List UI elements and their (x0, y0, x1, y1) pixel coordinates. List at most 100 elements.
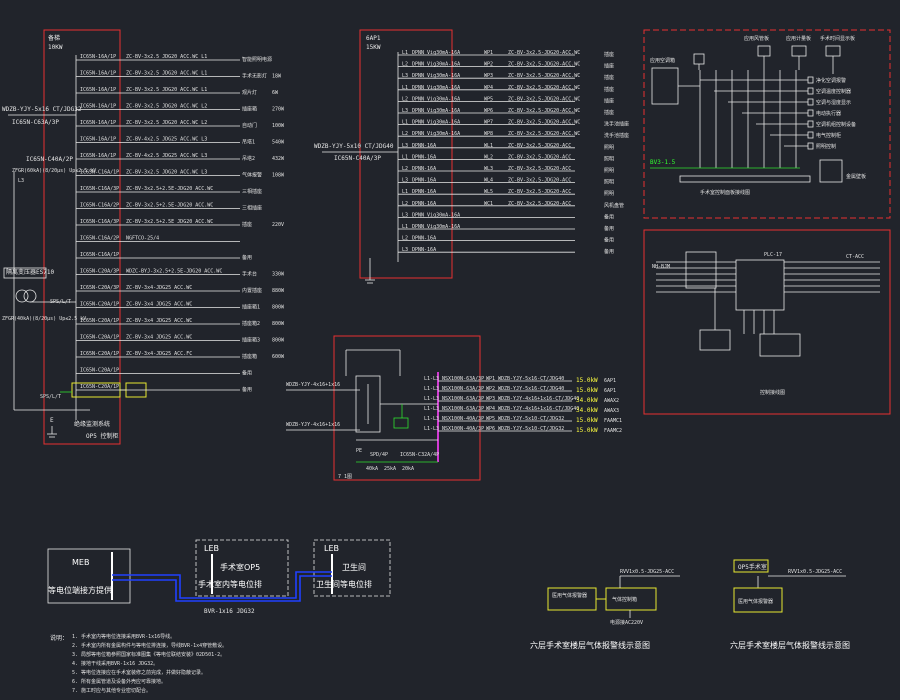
left-circuit-name: 备用 (242, 386, 252, 393)
mid-circuit-use: 照明 (604, 168, 614, 174)
third-row-power: 15.0kW (576, 417, 598, 424)
mid-circuit-cable: ZC-BV-3x2.5-JDG20-ACC (508, 166, 571, 172)
left-circuit-cable: ZC-BV-3x2.5 JDG20 ACC.WC L2 (126, 120, 207, 126)
gas1-box1: 医用气体报警器 (552, 592, 587, 599)
left-circuit-cable: ZC-BV-3x2.5+2.5E-JDG20 ACC.WC (126, 203, 213, 209)
left-circuit-breaker: IC65N-C20A/1P (80, 368, 119, 374)
left-circuit-name: 插座箱 (242, 353, 257, 360)
left-main-breaker: IC65N-C63A/3P (12, 119, 59, 126)
third-row-breaker: NSX100N-63A/3P (442, 406, 484, 412)
mid-circuit-cable: ZC-BV-3x2.5-JDG20-ACC (508, 189, 571, 195)
third-row-power: 15.0kW (576, 377, 598, 384)
left-circuit-power: 800W (272, 338, 285, 344)
mid-circuit-use: 插座 (604, 74, 614, 81)
left-circuit-name: 备用 (242, 254, 252, 261)
left-circuit-breaker: IC65N-16A/1P (80, 71, 116, 77)
plc-box (735, 259, 785, 311)
control-side-label: 空调与湿度显示 (816, 99, 851, 106)
mid-circuit-id: WC1 (484, 201, 493, 207)
gas1-alarm-box (547, 587, 597, 611)
control-box-1 (693, 53, 705, 65)
third-row-dest: AWAX2 (604, 398, 619, 404)
mid-panel-title: 6AP1 (366, 35, 381, 42)
left-transformer-label: 隔离变压器ES710 (6, 268, 54, 276)
mid-circuit-phase: L2 (402, 166, 408, 172)
third-lower-value-2: 25kA (384, 466, 396, 472)
mid-circuit-cable: ZC-BV-3x2.5-JDG20-ACC (508, 178, 571, 184)
mid-circuit-phase: L3 (402, 73, 408, 79)
note-line: 7. 施工时应与其他专业密切配合。 (72, 687, 151, 694)
gas1-cable: RVV1x0.5-JDG25-ACC (620, 569, 674, 575)
mid-circuit-id: WP8 (484, 131, 493, 137)
left-circuit-power: 800W (272, 321, 285, 327)
mid-circuit-use: 插座 (604, 86, 614, 93)
left-circuit-power: 880W (272, 288, 285, 294)
note-line: 5. 等电位连接应在手术室装修之前完成，并做好隐蔽记录。 (72, 669, 206, 676)
control-green-label: BV3-1.5 (650, 159, 676, 166)
control-bottom-caption: 手术室控制面板接线图 (700, 189, 750, 196)
left-circuit-cable: ZC-BV-3x2.5 JDG20 ACC.WC L1 (126, 71, 207, 77)
left-ground-label: E (50, 417, 54, 424)
mid-circuit-breaker: DPNN-16A (412, 201, 436, 207)
control-right-label: 金属壁板 (846, 173, 866, 180)
mid-circuit-cable: ZC-BV-3x2.5-JDG20-ACC.WC (508, 131, 580, 137)
mid-main-breaker: IC65N-C40A/3P (334, 155, 381, 162)
third-pe-label: PE (356, 448, 362, 454)
leb1-title: LEB (204, 544, 219, 553)
third-row-id: WP6 (486, 426, 495, 432)
left-circuit-name: 三相插座 (242, 205, 262, 212)
third-row-phase: L1-L3 (424, 426, 439, 432)
left-circuit-name: 插座箱3 (242, 337, 260, 344)
mid-circuit-id: WL3 (484, 166, 493, 172)
plc-center-label: PLC-17 (764, 252, 782, 258)
note-line: 2. 手术室内所有金属构件与等电位排连接，导线BVR-1x4穿管敷设。 (72, 642, 227, 649)
mid-circuit-phase: L2 (402, 131, 408, 137)
left-circuit-power: 6W (272, 90, 279, 96)
left-circuit-name: 内置插座 (242, 287, 262, 294)
mid-incoming-cable: WDZB-YJY-5x10 CT/JDG40 (314, 143, 394, 150)
left-circuit-name: 气体报警 (242, 172, 262, 179)
control-top-label-3: 手术时间显示板 (820, 35, 855, 42)
left-circuit-cable: ZC-BV-3x2.5 JDG20 ACC.WC L2 (126, 104, 207, 110)
mid-circuit-phase: L1 (402, 120, 408, 126)
left-circuit-breaker: IC65N-16A/1P (80, 54, 116, 60)
third-row-id: WP3 (486, 396, 495, 402)
green-meter-box (393, 417, 409, 429)
mid-circuit-breaker: DPNN Vig30mA-16A (412, 96, 460, 102)
third-row-phase: L1-L3 (424, 376, 439, 382)
left-circuit-breaker: IC65N-16A/1P (80, 137, 116, 143)
left-circuit-power: 432W (272, 156, 285, 162)
third-lower-label-1: SPD/4P (370, 452, 388, 458)
mid-circuit-use: 插座 (604, 97, 614, 104)
gas-alarm-diagram-1: 医用气体报警器 气体控制箱 RVV1x0.5-JDG25-ACC 电源接AC22… (530, 569, 680, 650)
third-row-phase: L1-L3 (424, 406, 439, 412)
mid-circuit-phase: L1 (402, 154, 408, 160)
control-lines: 净化空调报警空调温度控制器空调与湿度显示电动执行器空调机组控制设备电气控制柜照明… (678, 56, 856, 168)
mid-circuit-breaker: DPNN Vig30mA-16A (412, 108, 460, 114)
third-row-breaker: NSX100N-63A/3P (442, 376, 484, 382)
third-row-dest: FAAMC2 (604, 428, 622, 434)
mid-circuit-breaker: DPNN-16A (412, 247, 436, 253)
mid-circuit-use: 照明 (604, 180, 614, 186)
gas1-title: 六层手术室楼层气体报警线示意图 (530, 640, 650, 650)
note-line: 6. 所有金属管道及设备外壳应可靠接地。 (72, 678, 166, 685)
mid-circuit-breaker: DPNN-16A (412, 166, 436, 172)
third-feed-2: WDZB-YJY-4x16+1x16 (286, 422, 340, 428)
control-side-label: 电动执行器 (816, 110, 841, 117)
third-row-cable: WDZB-YJY-4x16+1x16-CT/JDG40 (498, 406, 579, 412)
mid-circuit-breaker: DPNN Vig30mA-16A (412, 120, 460, 126)
left-circuit-cable: ZC-BV-3x4 JDG25 ACC.WC (126, 335, 192, 341)
control-diagram-frame (643, 29, 891, 219)
